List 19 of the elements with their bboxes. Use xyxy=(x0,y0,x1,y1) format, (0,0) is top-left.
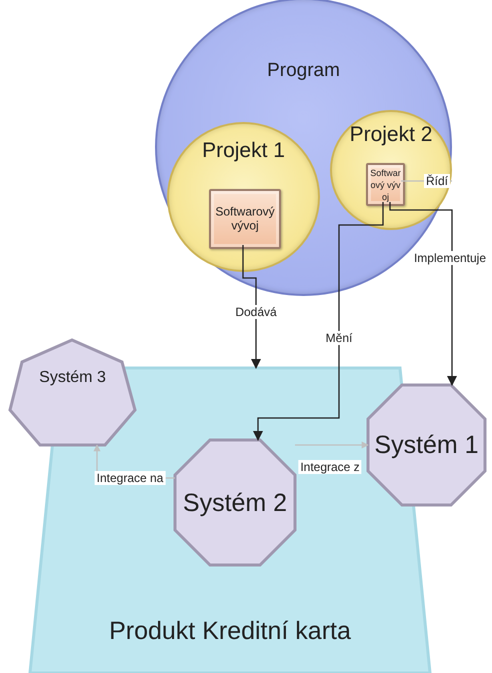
edge-label: Integrace na xyxy=(94,471,166,485)
node-label: Systém 1 xyxy=(373,430,480,460)
edge-label: Dodává xyxy=(233,305,279,319)
node-label: Program xyxy=(266,60,341,83)
connector-arrow xyxy=(253,202,384,441)
edge-label: Integrace z xyxy=(298,460,362,474)
node-label: Systém 2 xyxy=(182,488,288,518)
node-label: Softwarový vývoj xyxy=(369,166,402,202)
connector-arrow xyxy=(295,442,369,448)
connector-arrow xyxy=(389,202,457,386)
node-label: Projekt 1 xyxy=(201,138,286,164)
node-label: Projekt 2 xyxy=(348,122,434,148)
node-label: Systém 3 xyxy=(38,368,107,388)
process-box xyxy=(209,189,281,249)
node-label: Produkt Kreditní karta xyxy=(108,616,352,646)
edge-label: Mění xyxy=(324,331,354,345)
edge-label: Řídí xyxy=(424,174,450,188)
node-label: Softwarový vývoj xyxy=(214,204,276,234)
connector-arrow xyxy=(242,245,261,369)
